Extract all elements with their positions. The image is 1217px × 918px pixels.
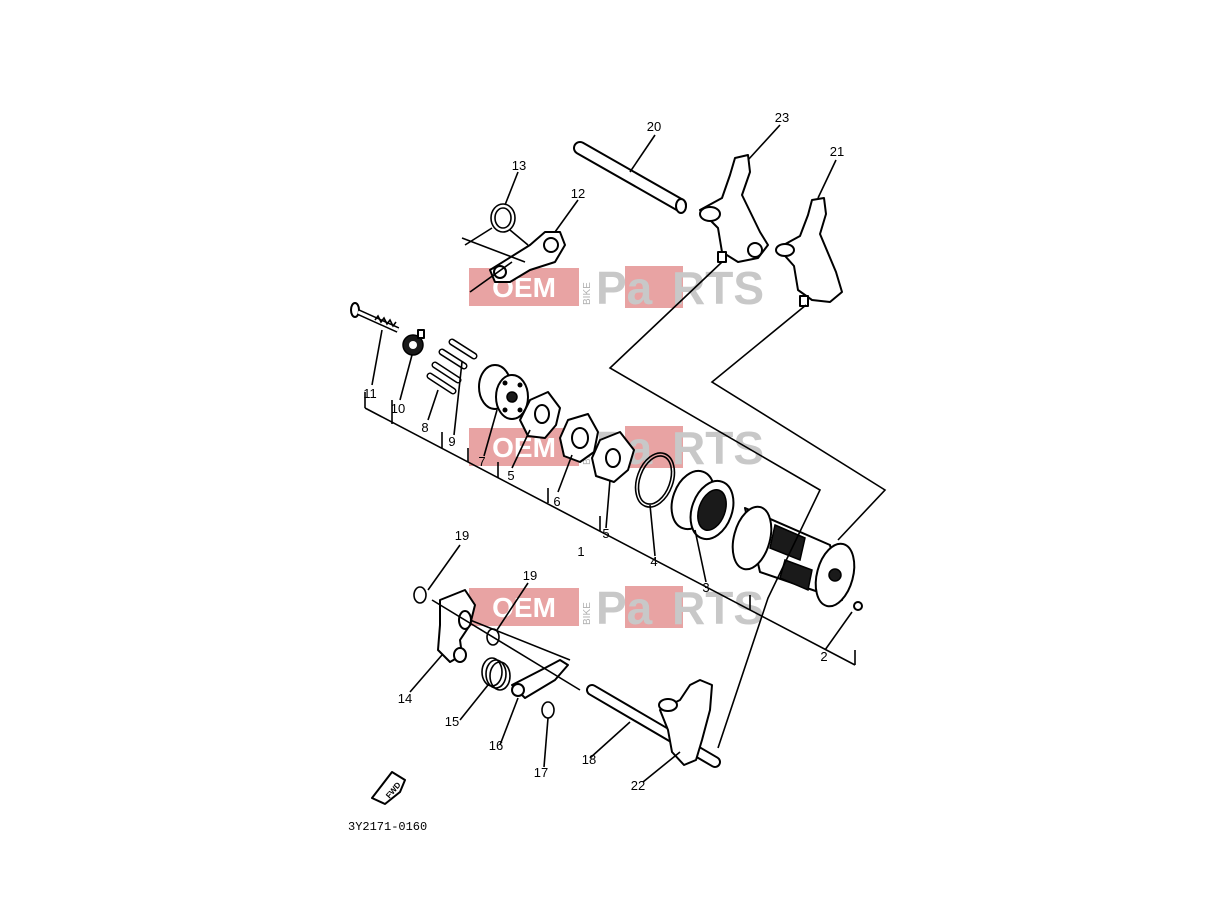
part-8-pins [426,361,462,395]
callout-5a: 5 [507,468,514,483]
callout-4: 4 [650,554,657,569]
watermark-pa-badge [625,586,683,628]
callout-17: 17 [534,765,548,780]
part-19-circlip-a [413,586,427,604]
part-2-pin [853,601,863,611]
callout-2: 2 [820,649,827,664]
part-23-shift-fork [699,154,769,263]
part-9-pins [438,338,478,370]
part-1-shift-drum [731,505,856,608]
drawing-code: 3Y2171-0160 [348,820,427,834]
callout-20: 20 [647,119,661,134]
callout-21: 21 [830,144,844,159]
leader-lines [371,124,853,783]
callouts: 20 23 21 13 12 11 10 8 9 7 5 6 5 1 4 3 2… [363,110,844,793]
part-6-plate [559,413,599,463]
callout-18: 18 [582,752,596,767]
part-15-spring [481,657,511,691]
watermark-pa-text: Pa [596,582,653,634]
callout-11: 11 [363,386,377,401]
part-12-stopper-lever [489,231,566,283]
watermark-rts-text: RTS [672,262,764,314]
part-4-circlip [634,452,676,508]
part-5-plate-a [519,391,561,439]
callout-5b: 5 [602,526,609,541]
callout-8: 8 [421,420,428,435]
part-5-plate-b [591,431,635,483]
callout-6: 6 [553,494,560,509]
part-21-shift-fork [775,197,843,307]
watermark-oem-text: OEM [492,592,556,623]
callout-19b: 19 [523,568,537,583]
part-3-bearing [670,469,735,541]
assembly-lines [364,237,887,749]
callout-23: 23 [775,110,789,125]
callout-9: 9 [448,434,455,449]
watermark-rts-text: RTS [672,582,764,634]
watermark-pa-badge [625,426,683,468]
part-14-shift-arm [437,589,476,663]
part-7-segment-cam [478,364,529,420]
watermark-bike-text: BIKE [582,602,593,625]
part-13-torsion-spring [464,203,529,246]
callout-15: 15 [445,714,459,729]
watermark-oem-badge [469,588,579,626]
watermark-bike-text: BIKE [582,282,593,305]
fwd-arrow-icon: FWD [371,771,406,805]
watermark-pa-badge [625,266,683,308]
watermark-rts-text: RTS [672,422,764,474]
callout-14: 14 [398,691,412,706]
part-17-circlip [541,701,555,719]
callout-10: 10 [391,401,405,416]
watermark-pa-text: Pa [596,262,653,314]
callout-12: 12 [571,186,585,201]
callout-13: 13 [512,158,526,173]
part-11-bolt [350,302,400,333]
callout-22: 22 [631,778,645,793]
callout-1: 1 [577,544,584,559]
watermark-top: OEM BIKE Pa RTS [469,262,764,314]
part-22-shift-fork [658,679,713,766]
callout-3: 3 [702,580,709,595]
part-20-guide-bar [573,141,687,214]
callout-7: 7 [478,454,485,469]
callout-19a: 19 [455,528,469,543]
part-10-segment [402,329,425,356]
callout-16: 16 [489,738,503,753]
watermark-bottom: OEM BIKE Pa RTS [469,582,764,634]
